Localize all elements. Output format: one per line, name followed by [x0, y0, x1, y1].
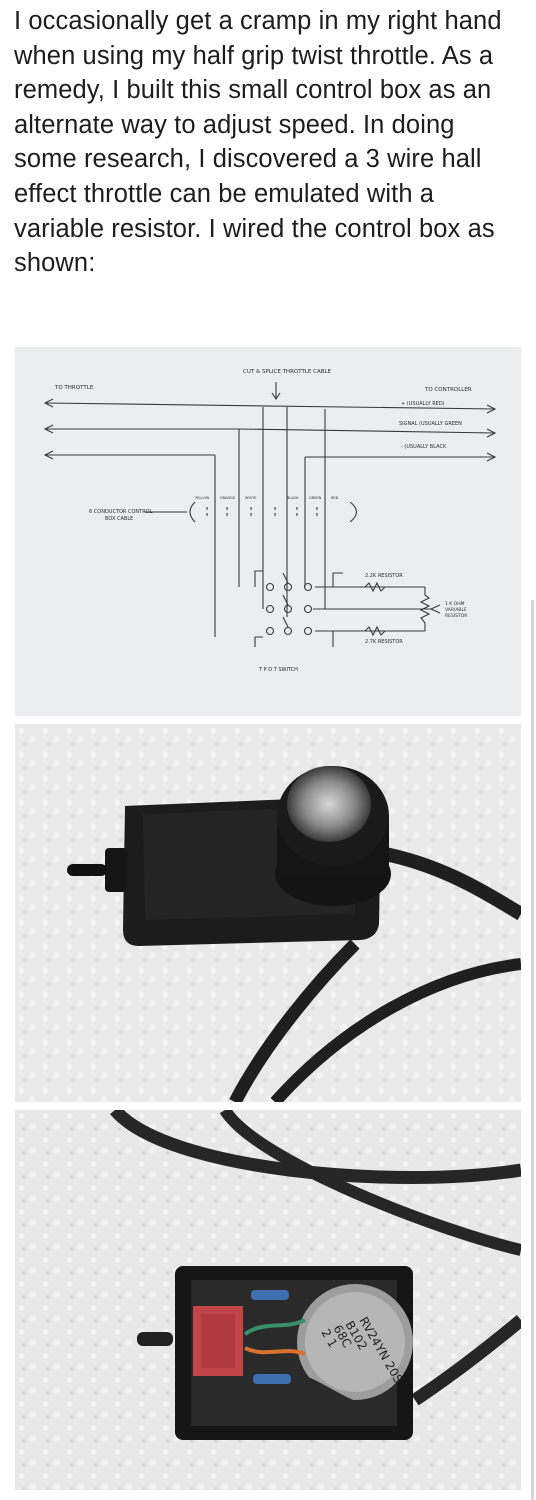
var-res-label-1: 1 K OHM [445, 601, 465, 607]
to-controller-label: TO CONTROLLER [424, 387, 472, 393]
var-res-label-2: VARIABLE [445, 607, 467, 613]
usually-red-label: + (USUALLY RED) [401, 401, 445, 407]
wire-black-label: BLACK [287, 496, 299, 500]
cut-splice-label: CUT & SPLICE THROTTLE CABLE [243, 369, 332, 375]
open-control-box-illustration: RV24YN 20S B102 68C 2 1 [15, 1110, 521, 1490]
post-text: I occasionally get a cramp in my right h… [14, 7, 502, 278]
scrollbar-thumb[interactable] [531, 600, 534, 1500]
conductor-cable-label-2: BOX CABLE [105, 516, 133, 522]
conductor-cable-label-1: 6 CONDUCTOR CONTROL [89, 509, 153, 515]
wire-red-label: RED [331, 496, 339, 500]
control-box-photo[interactable] [15, 724, 521, 1102]
wire-green-label: GREEN [309, 496, 322, 500]
resistor-top-label: 2.2K RESISTOR [365, 573, 403, 579]
to-throttle-label: TO THROTTLE [54, 385, 94, 391]
control-box-illustration [15, 724, 521, 1102]
var-res-label-3: RESISTOR [445, 613, 467, 619]
wire-yellow-label: YELLOW [195, 496, 210, 500]
usually-black-label: - (USUALLY BLACK [401, 444, 447, 450]
switch-label: T P D T SWITCH [258, 667, 298, 673]
open-control-box-photo[interactable]: RV24YN 20S B102 68C 2 1 [15, 1110, 521, 1490]
wiring-diagram-image[interactable]: CUT & SPLICE THROTTLE CABLE TO THROTTLE … [15, 347, 521, 716]
wire-orange-label: ORANGE [220, 496, 235, 500]
resistor-bottom-label: 2.7K RESISTOR [365, 639, 403, 645]
wire-white-label: WHITE [245, 496, 256, 500]
wiring-diagram: CUT & SPLICE THROTTLE CABLE TO THROTTLE … [43, 369, 497, 673]
signal-label: SIGNAL (USUALLY GREEN [399, 421, 462, 427]
